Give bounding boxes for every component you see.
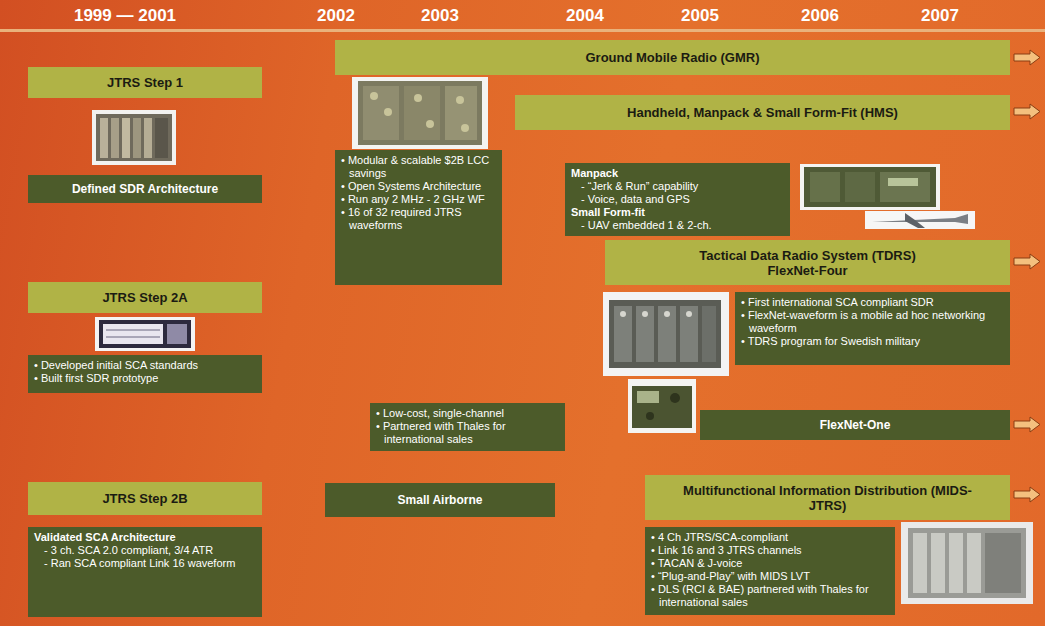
box-heading: Validated SCA Architecture (34, 531, 256, 544)
tdrs-photo (603, 292, 729, 376)
year-label: 1999 — 2001 (74, 6, 176, 26)
uav-photo (865, 211, 975, 229)
header-rule (0, 29, 1045, 32)
box-text: Handheld, Manpack & Small Form-Fit (HMS) (627, 105, 898, 120)
program-band: Handheld, Manpack & Small Form-Fit (HMS) (515, 95, 1010, 130)
program-box: FlexNet-One (700, 410, 1010, 440)
box-text: JTRS Step 2B (102, 491, 187, 506)
box-text: • 16 of 32 required JTRS waveforms (341, 206, 496, 232)
box-text: • TDRS program for Swedish military (741, 335, 1004, 348)
caption-box: Defined SDR Architecture (28, 175, 262, 203)
continuation-arrow (1014, 50, 1040, 502)
box-text: - Ran SCA compliant Link 16 waveform (34, 557, 256, 570)
bullet-box: • First international SCA compliant SDR•… (735, 292, 1010, 365)
box-text: Defined SDR Architecture (72, 182, 218, 196)
program-box: Small Airborne (325, 483, 555, 517)
box-text: Ground Mobile Radio (GMR) (585, 50, 759, 65)
box-text: • First international SCA compliant SDR (741, 296, 1004, 309)
box-text: JTRS Step 2A (102, 290, 187, 305)
step-band: JTRS Step 2A (28, 282, 262, 313)
feature-box: Manpack- “Jerk & Run” capability- Voice,… (565, 163, 790, 236)
box-text: - “Jerk & Run” capability (571, 180, 784, 193)
box-text: - Voice, data and GPS (571, 193, 784, 206)
feature-box: Validated SCA Architecture- 3 ch. SCA 2.… (28, 527, 262, 617)
radio-photo (352, 77, 488, 149)
bullet-box: • Developed initial SCA standards• Built… (28, 355, 262, 393)
prototype-photo (95, 317, 195, 351)
box-text: Small Airborne (398, 493, 483, 507)
box-text: Tactical Data Radio System (TDRS) FlexNe… (673, 248, 943, 278)
box-text: • Open Systems Architecture (341, 180, 496, 193)
box-text: • Link 16 and 3 JTRS channels (651, 544, 889, 557)
box-text: Multifunctional Information Distribution… (678, 483, 978, 513)
box-text: • Low-cost, single-channel (376, 407, 559, 420)
box-text: • Run any 2 MHz - 2 GHz WF (341, 193, 496, 206)
year-label: 2006 (801, 6, 839, 26)
flexnet-one-photo (628, 379, 696, 433)
box-text: • TACAN & J-voice (651, 557, 889, 570)
year-label: 2002 (317, 6, 355, 26)
program-band: Multifunctional Information Distribution… (645, 475, 1010, 520)
bullet-box: • Low-cost, single-channel• Partnered wi… (370, 403, 565, 451)
box-text: • “Plug-and-Play” with MIDS LVT (651, 570, 889, 583)
year-label: 2005 (681, 6, 719, 26)
box-text: - 3 ch. SCA 2.0 compliant, 3/4 ATR (34, 544, 256, 557)
box-text: - UAV embedded 1 & 2-ch. (571, 219, 784, 232)
box-text: • Built first SDR prototype (34, 372, 256, 385)
box-text: Small Form-fit (571, 206, 784, 219)
step-band: JTRS Step 2B (28, 482, 262, 515)
box-text: • Developed initial SCA standards (34, 359, 256, 372)
box-text: • DLS (RCI & BAE) partnered with Thales … (651, 583, 889, 609)
program-band: Ground Mobile Radio (GMR) (335, 40, 1010, 75)
year-label: 2003 (421, 6, 459, 26)
box-text: JTRS Step 1 (107, 75, 183, 90)
box-text: • 4 Ch JTRS/SCA-compliant (651, 531, 889, 544)
year-label: 2004 (566, 6, 604, 26)
box-text: • Partnered with Thales for internationa… (376, 420, 559, 446)
box-heading: Manpack (571, 167, 784, 180)
radio-photo (92, 110, 176, 165)
step-band: JTRS Step 1 (28, 67, 262, 98)
bullet-box: • 4 Ch JTRS/SCA-compliant• Link 16 and 3… (645, 527, 895, 615)
program-band: Tactical Data Radio System (TDRS) FlexNe… (605, 240, 1010, 285)
manpack-photo (800, 164, 940, 210)
box-text: • Modular & scalable $2B LCC savings (341, 154, 496, 180)
mids-photo (901, 522, 1033, 604)
year-label: 2007 (921, 6, 959, 26)
box-text: • FlexNet-waveform is a mobile ad hoc ne… (741, 309, 1004, 335)
box-text: FlexNet-One (820, 418, 891, 432)
bullet-box: • Modular & scalable $2B LCC savings• Op… (335, 150, 502, 285)
